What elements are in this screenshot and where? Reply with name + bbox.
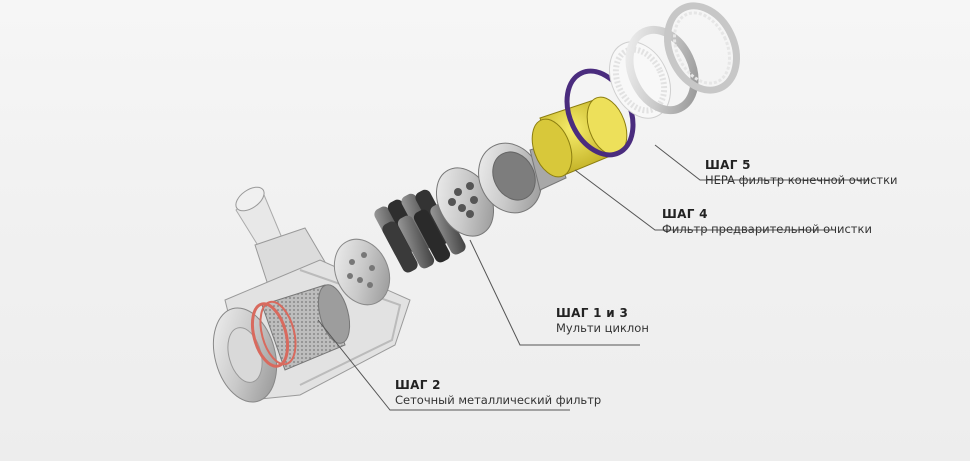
perforated-disc: [333, 238, 391, 306]
vacuum-main-body: [212, 186, 411, 403]
callout-step4-desc: Фильтр предварительной очистки: [662, 222, 872, 236]
callout-step2-title: ШАГ 2: [395, 378, 441, 392]
leader-line-step5: [654, 144, 870, 181]
callout-step5: ШАГ 5 HEPA фильтр конечной очистки: [705, 158, 898, 188]
callout-step13-title: ШАГ 1 и 3: [556, 306, 629, 320]
multi-cyclone-cones: [374, 189, 466, 273]
callout-step5-desc: HEPA фильтр конечной очистки: [705, 173, 898, 187]
leader-line-step2: [317, 319, 570, 411]
callout-step4-title: ШАГ 4: [662, 207, 708, 221]
outer-rings: [625, 2, 740, 115]
callout-step2-desc: Сеточный металлический фильтр: [395, 393, 602, 407]
callout-step13-desc: Мульти циклон: [556, 321, 649, 335]
leader-line-step13: [469, 239, 640, 346]
hepa-filter: [609, 41, 671, 119]
cyclone-top-plate: [435, 167, 495, 237]
leader-line-step4: [574, 169, 835, 231]
callout-step4: ШАГ 4 Фильтр предварительной очистки: [662, 207, 872, 237]
callout-step2: ШАГ 2 Сеточный металлический фильтр: [395, 378, 601, 408]
callout-step13: ШАГ 1 и 3 Мульти циклон: [556, 306, 649, 336]
callout-step5-title: ШАГ 5: [705, 158, 751, 172]
leader-lines: [317, 144, 870, 411]
pre-filter: [531, 96, 628, 178]
metal-mesh-filter: [250, 284, 351, 371]
